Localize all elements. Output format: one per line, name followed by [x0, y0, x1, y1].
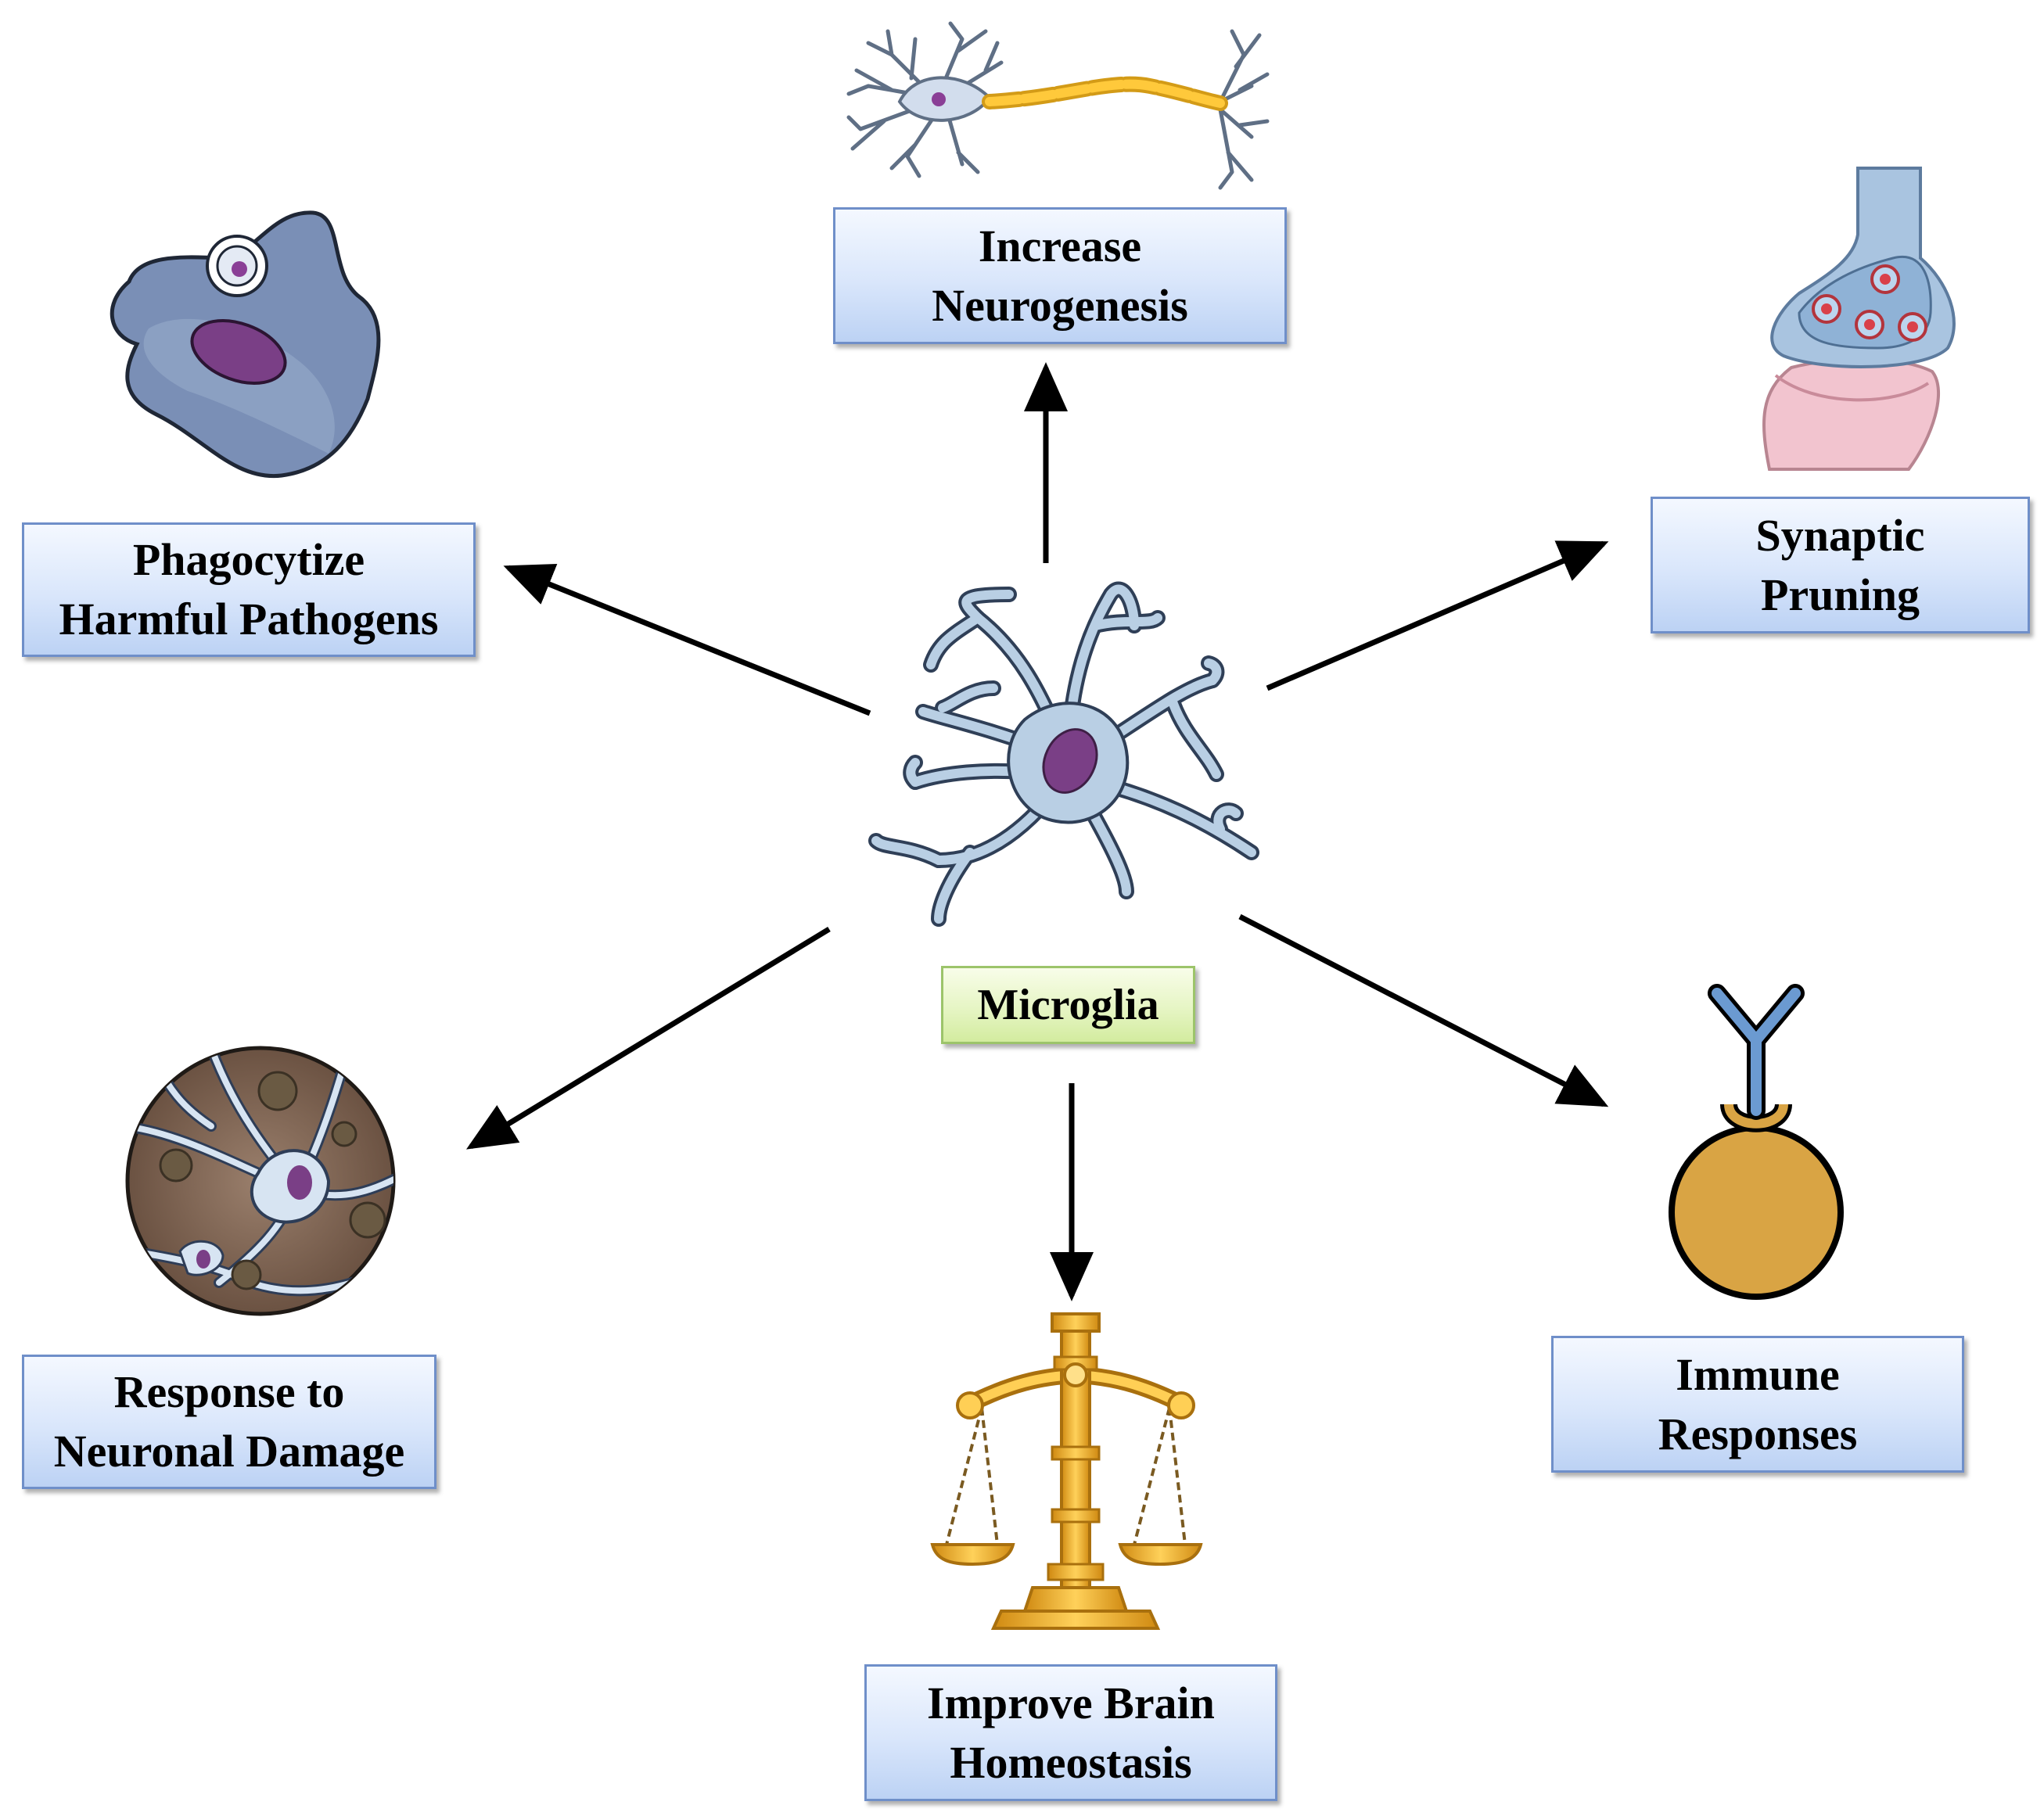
microglia-label-box: Microglia	[941, 966, 1195, 1044]
increase-neurogenesis-box: Increase Neurogenesis	[833, 207, 1287, 344]
brain-homeostasis-line1: Improve Brain	[927, 1677, 1215, 1728]
synapse-icon	[1762, 167, 1956, 471]
arrow-to-synaptic	[1266, 540, 1609, 691]
immune-responses-line1: Immune	[1676, 1348, 1840, 1400]
neuronal-damage-box: Response to Neuronal Damage	[22, 1355, 436, 1489]
arrow-to-phagocytize	[503, 563, 871, 716]
phagocytize-pathogens-box: Phagocytize Harmful Pathogens	[22, 522, 476, 657]
damaged-tissue-icon	[125, 1046, 396, 1316]
neuron-icon	[846, 21, 1270, 190]
phagocyte-icon	[110, 210, 381, 479]
brain-homeostasis-line2: Homeostasis	[950, 1736, 1192, 1788]
neuronal-damage-line2: Neuronal Damage	[53, 1426, 405, 1477]
arrows	[466, 362, 1609, 1301]
immune-responses-line2: Responses	[1658, 1408, 1858, 1459]
microglia-nucleus	[1042, 728, 1098, 794]
arrow-to-neuronal-damage	[466, 927, 831, 1150]
phagocytize-pathogens-line2: Harmful Pathogens	[59, 594, 439, 644]
antibody-icon	[1669, 984, 1844, 1300]
brain-homeostasis-box: Improve Brain Homeostasis	[864, 1664, 1277, 1801]
immune-responses-box: Immune Responses	[1551, 1336, 1964, 1473]
microglia-label: Microglia	[977, 981, 1159, 1029]
synaptic-pruning-line1: Synaptic	[1755, 509, 1925, 561]
phagocyte-nucleus	[190, 319, 287, 385]
neuronal-damage-line1: Response to	[113, 1366, 345, 1417]
microglia-cell-icon	[868, 581, 1259, 927]
synaptic-pruning-line2: Pruning	[1760, 569, 1920, 620]
arrow-to-immune	[1238, 913, 1609, 1107]
phagocytize-pathogens-line1: Phagocytize	[132, 534, 365, 585]
synaptic-pruning-box: Synaptic Pruning	[1651, 497, 2030, 633]
increase-neurogenesis-line1: Increase	[978, 220, 1142, 271]
balance-scale-icon	[930, 1312, 1203, 1630]
neuron-nucleus	[932, 92, 946, 106]
increase-neurogenesis-line2: Neurogenesis	[932, 279, 1188, 331]
